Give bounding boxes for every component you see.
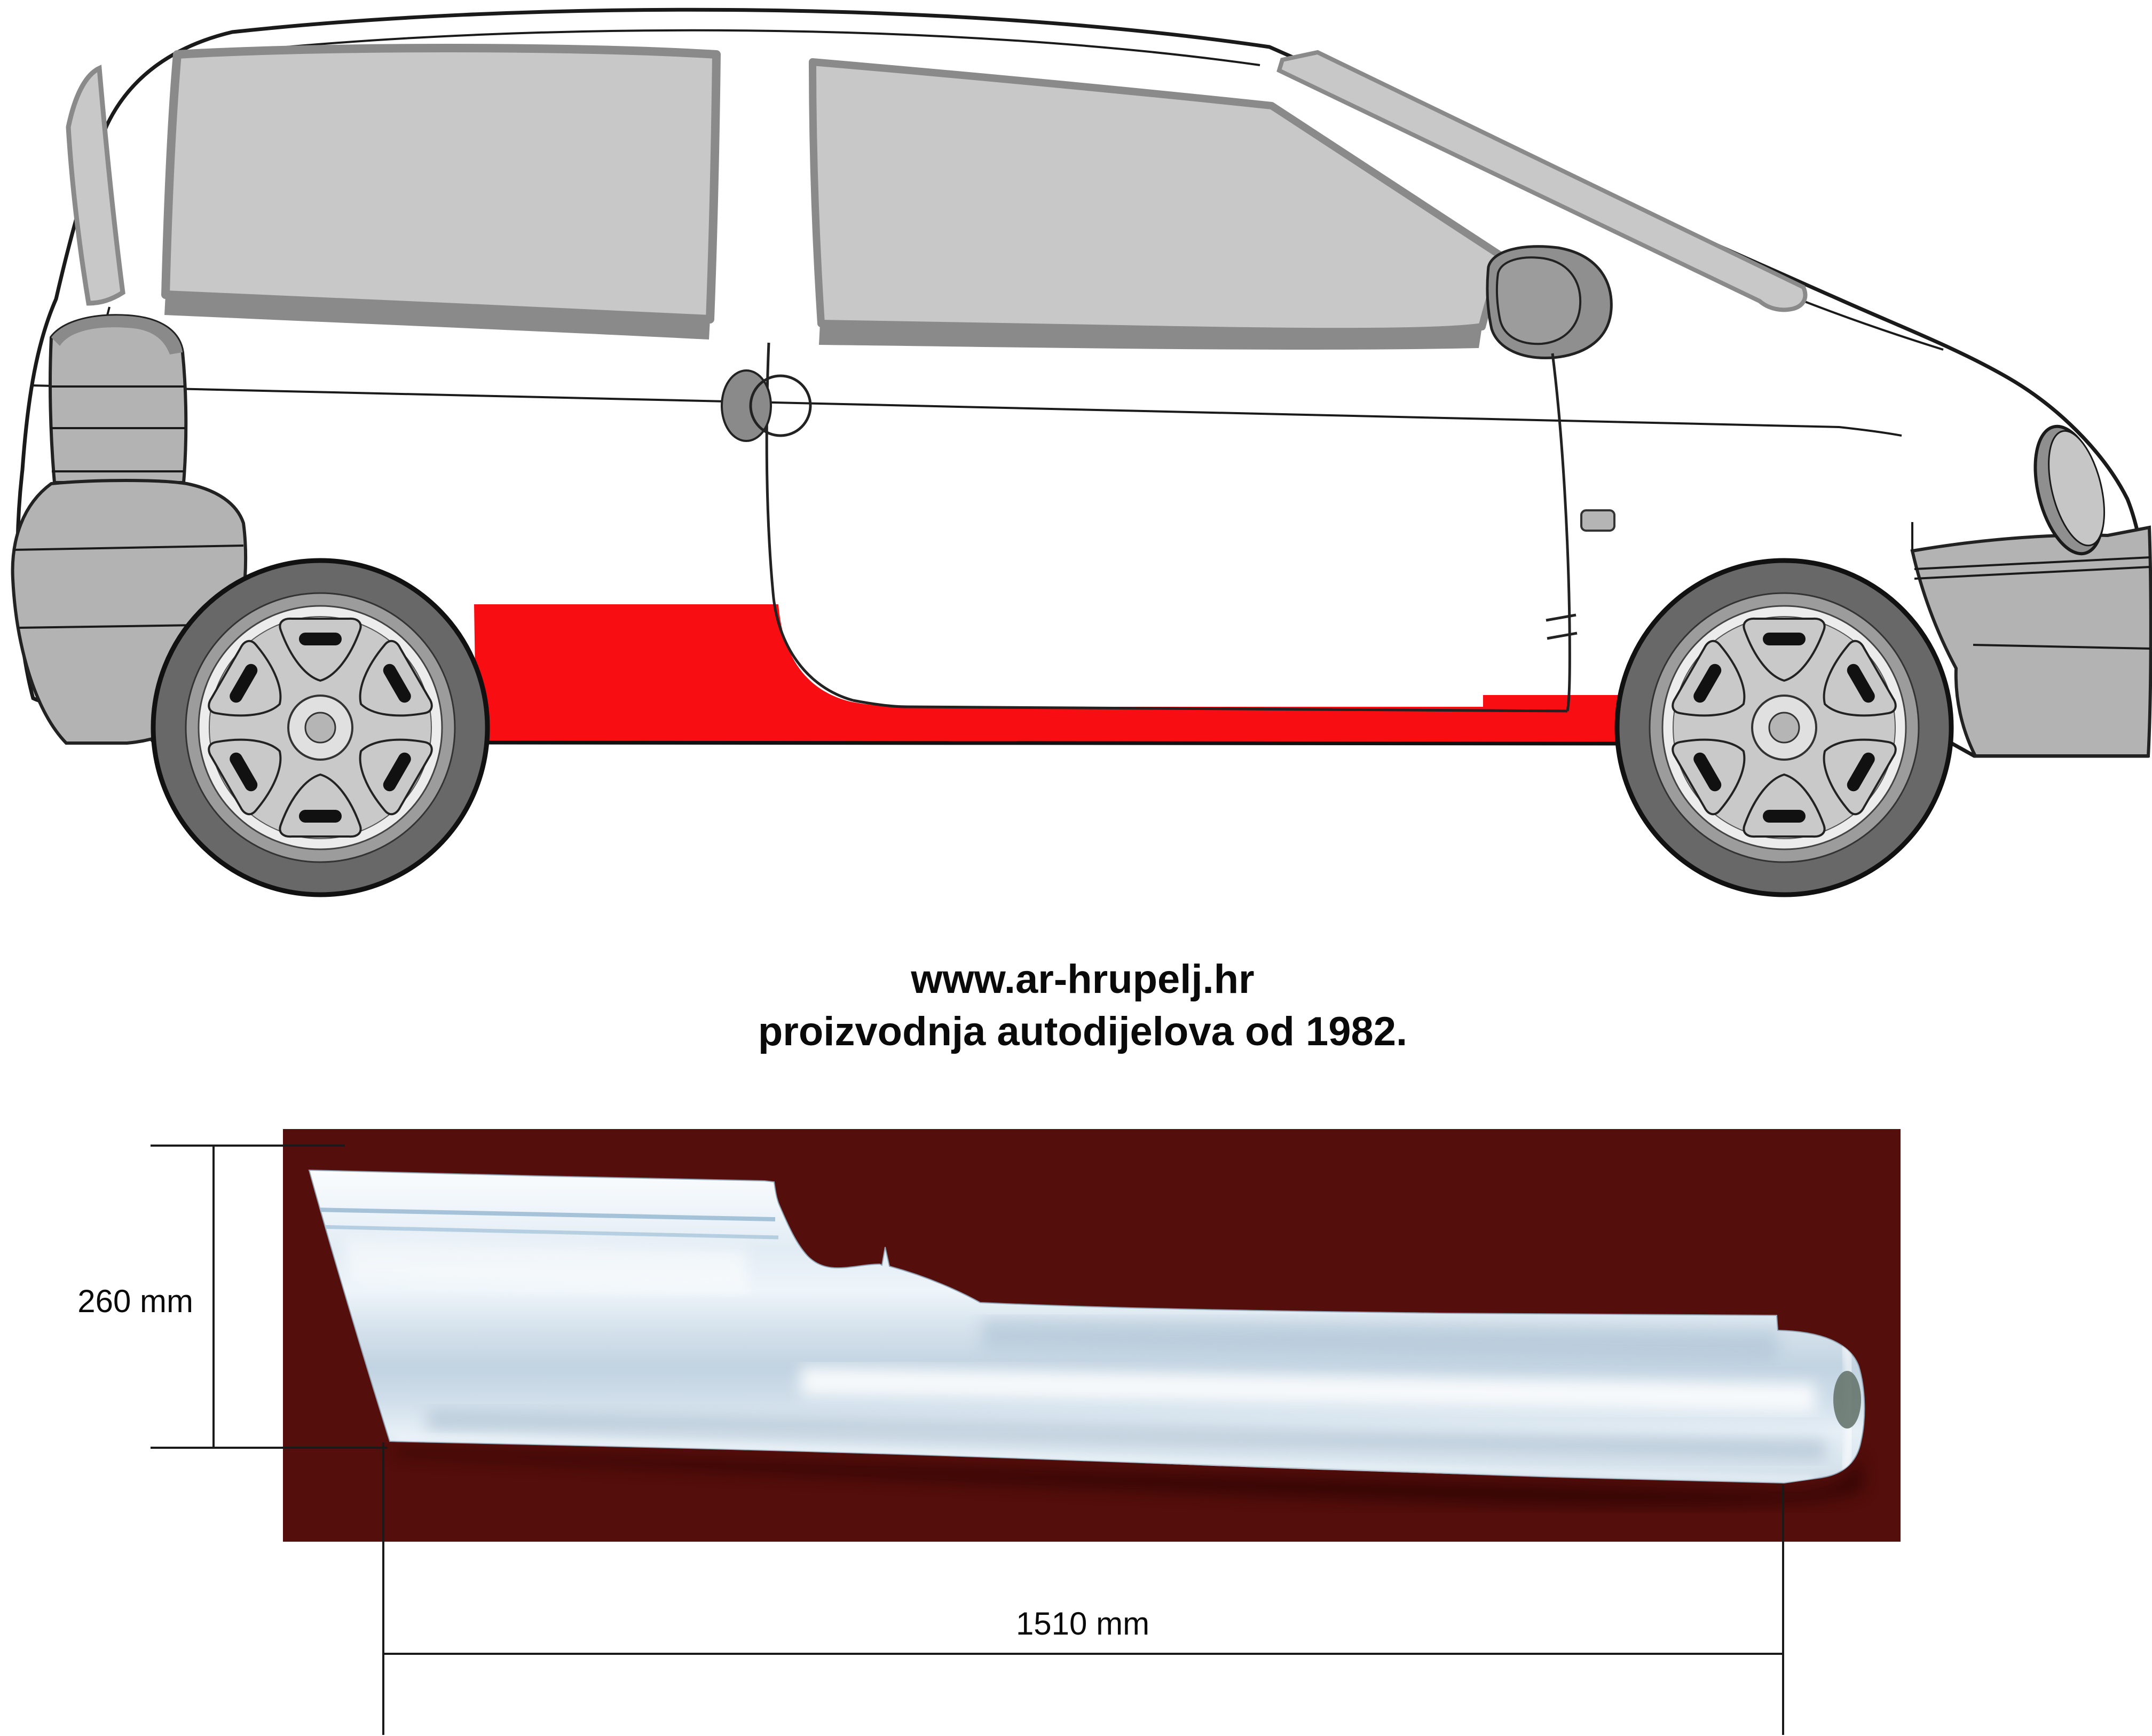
website-text: www.ar-hrupelj.hr — [910, 957, 1254, 1002]
rear-window-bottom-seal — [164, 295, 710, 340]
windows — [66, 44, 1808, 350]
rear-quarter-window — [66, 65, 125, 306]
car-illustration — [11, 7, 2152, 895]
mirror-glass — [1495, 256, 1582, 345]
headlight — [2033, 424, 2106, 556]
branding-text: www.ar-hrupelj.hr proizvodnja autodijelo… — [758, 957, 1407, 1054]
side-mirror — [1486, 245, 1613, 359]
door-handle — [721, 369, 812, 442]
part-shadow — [393, 1449, 1864, 1508]
cowl-line — [1798, 298, 1944, 351]
front-wheel — [1617, 561, 1951, 895]
rear-side-window — [161, 44, 721, 323]
front-window-bottom-seal — [819, 323, 1482, 350]
length-dimension-label: 1510 mm — [1016, 1606, 1149, 1642]
a-pillar-quarter-glass — [1276, 50, 1808, 312]
dimension-height-260mm: 260 mm — [77, 1145, 388, 1449]
height-dimension-label: 260 mm — [77, 1283, 193, 1319]
tail-light — [49, 314, 188, 484]
roof-inner-line — [241, 29, 1260, 66]
part-shading — [309, 1170, 1861, 1483]
rocker-bottom-line — [475, 740, 1633, 746]
tagline-text: proizvodnja autodijelova od 1982. — [758, 1009, 1407, 1054]
dimension-length-1510mm: 1510 mm — [382, 1442, 1784, 1735]
sill-highlight-overlay — [474, 604, 1633, 742]
side-indicator — [1580, 509, 1615, 532]
body-crease-line — [31, 384, 1902, 437]
rear-wheel — [153, 561, 487, 895]
front-bumper — [1910, 522, 2152, 757]
part-photo — [283, 1129, 1901, 1542]
